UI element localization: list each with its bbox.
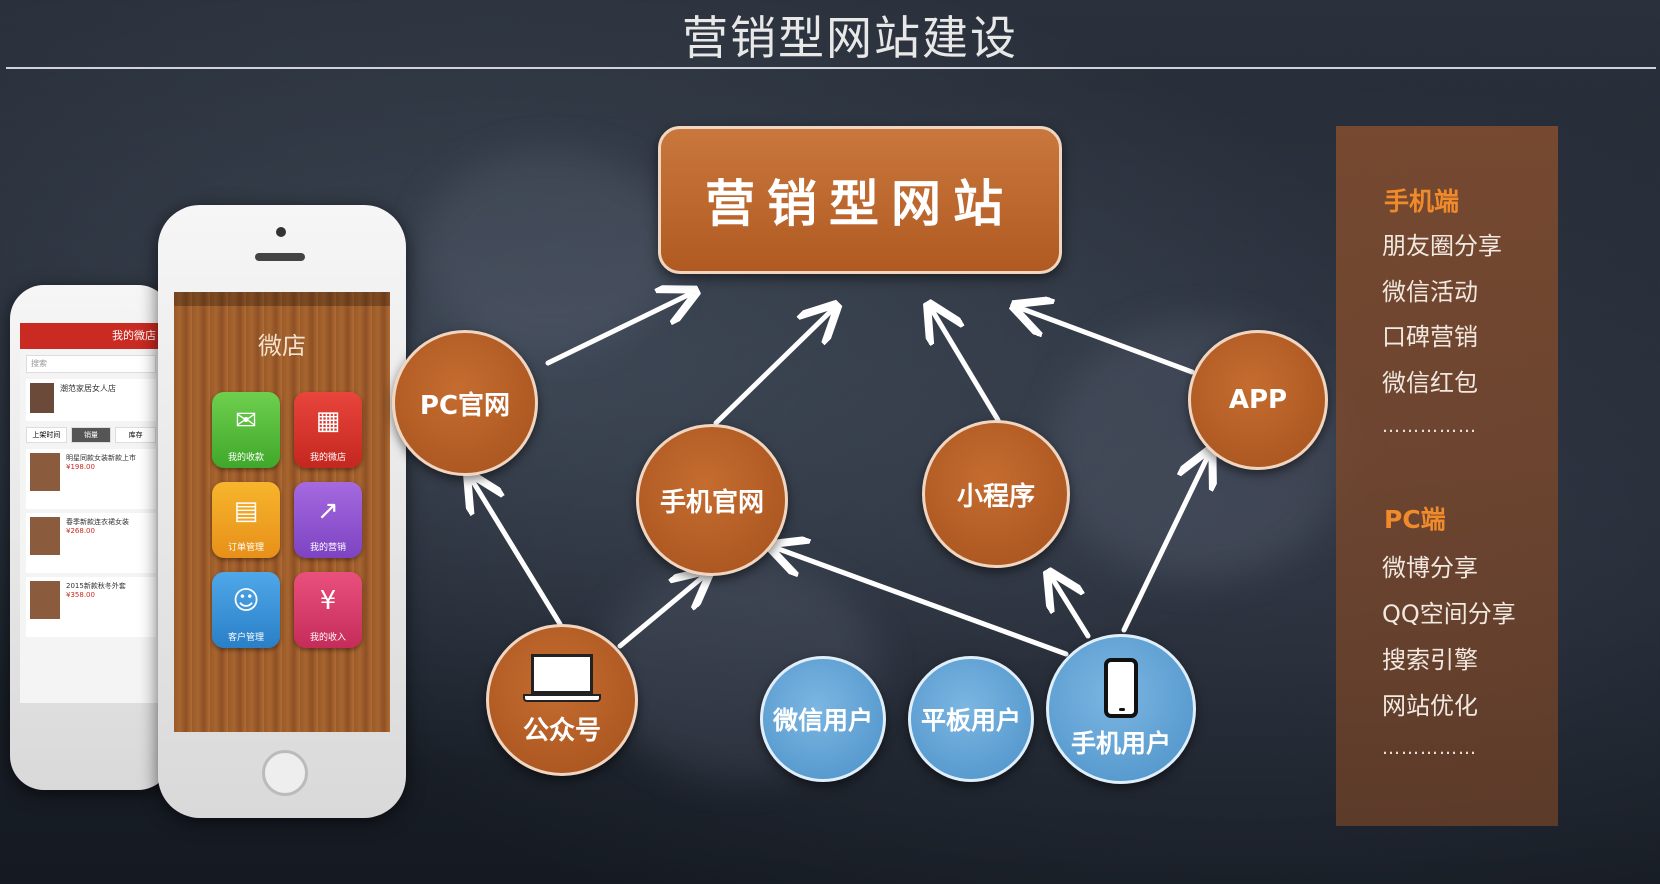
node-label: PC官网 — [419, 390, 511, 421]
tab-time: 上架时间 — [26, 427, 67, 443]
node-label: 微信用户 — [772, 706, 873, 735]
arrow-account-to-pc — [472, 480, 563, 627]
product-thumbnail — [30, 453, 60, 491]
tab-sales: 销量 — [70, 427, 112, 443]
pc-heading: PC端 — [1384, 505, 1446, 534]
search-input: 搜索 — [26, 355, 156, 373]
page-title: 营销型网站建设 — [682, 11, 1018, 65]
node-pc-site: PC官网 — [392, 330, 538, 476]
node-mobile-users: 手机用户 — [1046, 634, 1196, 784]
node-label: 手机用户 — [1070, 729, 1171, 758]
wechat-pay-app-icon: ✉我的收款 — [212, 392, 280, 468]
product-price: ¥358.00 — [66, 591, 95, 599]
product-name: 春季新款连衣裙女装 — [66, 518, 129, 526]
product-price: ¥268.00 — [66, 527, 95, 535]
shop-app-icon: ▦我的微店 — [294, 392, 362, 468]
arrow-app-to-center — [1020, 308, 1195, 375]
pc-ellipsis: …………… — [1382, 738, 1477, 759]
node-label: 平板用户 — [920, 706, 1021, 735]
product-price: ¥198.00 — [66, 463, 95, 471]
node-official-account: 公众号 — [486, 624, 638, 776]
node-label: 小程序 — [956, 481, 1035, 512]
arrow-account-to-mobile — [617, 576, 704, 649]
node-mini-program: 小程序 — [922, 420, 1070, 568]
phone-screen: 微店 ✉我的收款 ▦我的微店 ▤订单管理 ↗我的营销 ☺客户管理 ¥我的收入 — [174, 292, 390, 732]
income-app-icon: ¥我的收入 — [294, 572, 362, 648]
background-blur — [420, 150, 680, 350]
screen-title: 微店 — [258, 332, 306, 360]
center-node-marketing-site: 营销型网站 — [658, 126, 1062, 274]
list-item: 春季新款连衣裙女装 ¥268.00 — [26, 513, 156, 573]
mobile-item: 口碑营销 — [1382, 323, 1478, 351]
customers-app-icon: ☺客户管理 — [212, 572, 280, 648]
home-button-icon — [262, 750, 308, 796]
tab-bar: 上架时间 销量 库存 — [26, 427, 157, 443]
shop-card: 潮范家居女人店 — [26, 379, 156, 421]
phone-screen: 我的微店 搜索 潮范家居女人店 上架时间 销量 库存 明星同款女装新款上市 ¥1… — [20, 323, 162, 703]
tab-stock: 库存 — [115, 427, 157, 443]
marketing-app-icon: ↗我的营销 — [294, 482, 362, 558]
shop-name: 潮范家居女人店 — [60, 384, 116, 393]
arrow-pc-to-center — [545, 294, 690, 366]
node-tablet-users: 平板用户 — [908, 656, 1034, 782]
screen-header: 我的微店 — [20, 323, 162, 349]
phone-illustration-back: 我的微店 搜索 潮范家居女人店 上架时间 销量 库存 明星同款女装新款上市 ¥1… — [10, 285, 172, 790]
orders-app-icon: ▤订单管理 — [212, 482, 280, 558]
node-mobile-site: 手机官网 — [636, 424, 788, 576]
product-thumbnail — [30, 581, 60, 619]
pc-item: 搜索引擎 — [1382, 646, 1478, 674]
camera-icon — [276, 227, 286, 237]
list-item: 明星同款女装新款上市 ¥198.00 — [26, 449, 156, 509]
node-label: 手机官网 — [659, 487, 764, 518]
pc-item: 微博分享 — [1382, 554, 1478, 582]
arrow-users-to-mini — [1052, 578, 1091, 639]
mobile-item: 微信活动 — [1382, 278, 1478, 306]
product-thumbnail — [30, 517, 60, 555]
app-grid: ✉我的收款 ▦我的微店 ▤订单管理 ↗我的营销 ☺客户管理 ¥我的收入 — [212, 392, 362, 648]
status-bar — [174, 292, 390, 306]
mobile-item: 朋友圈分享 — [1382, 232, 1502, 260]
node-app: APP — [1188, 330, 1328, 470]
product-name: 2015新款秋冬外套 — [66, 582, 126, 590]
pc-item: QQ空间分享 — [1382, 600, 1516, 628]
node-label: 公众号 — [522, 715, 601, 746]
node-wechat-users: 微信用户 — [760, 656, 886, 782]
speaker-icon — [255, 253, 305, 261]
title-divider — [6, 67, 1656, 69]
list-item: 2015新款秋冬外套 ¥358.00 — [26, 577, 156, 637]
channel-panel: 手机端 朋友圈分享 微信活动 口碑营销 微信红包 …………… PC端 微博分享 … — [1336, 126, 1558, 826]
phone-illustration-front: 微店 ✉我的收款 ▦我的微店 ▤订单管理 ↗我的营销 ☺客户管理 ¥我的收入 — [158, 205, 406, 818]
arrow-mini-to-center — [932, 310, 1001, 423]
arrow-users-to-mobile — [776, 548, 1069, 657]
pc-item: 网站优化 — [1382, 692, 1478, 720]
mobile-ellipsis: …………… — [1382, 416, 1477, 437]
mobile-item: 微信红包 — [1382, 369, 1478, 397]
smartphone-icon — [1104, 658, 1138, 718]
avatar — [30, 383, 54, 413]
product-name: 明星同款女装新款上市 — [66, 454, 136, 462]
arrow-users-to-app — [1121, 456, 1208, 633]
arrow-mobile-to-center — [713, 310, 832, 426]
mobile-heading: 手机端 — [1384, 187, 1460, 216]
laptop-icon — [523, 653, 601, 702]
node-label: APP — [1228, 385, 1288, 415]
